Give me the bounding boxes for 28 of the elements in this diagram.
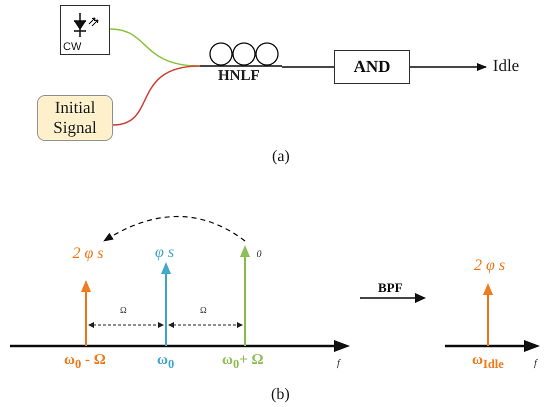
process-box	[334, 50, 410, 84]
panel-label: (a)	[272, 148, 290, 166]
axis-label: f	[534, 358, 537, 369]
node-label: Idle	[492, 56, 520, 76]
phase-label: φ s	[155, 244, 174, 262]
frequency-label: ω$_{Idle}$	[472, 352, 504, 372]
arrow	[103, 216, 246, 242]
phase-label: 2 φ s	[474, 257, 506, 275]
spacing-label: Ω	[120, 306, 127, 316]
box-label: CW	[63, 41, 82, 54]
spacing-label: Ω	[200, 306, 207, 316]
filter-label: BPF	[378, 281, 403, 296]
fiber-line	[282, 66, 334, 68]
frequency-label: ω$_{0}$	[157, 352, 174, 372]
frequency-label: ω$_{0}$+ Ω	[222, 352, 264, 372]
box-label: Initial Signal	[52, 98, 98, 138]
node-label: 2 φ s	[72, 244, 104, 264]
arrow	[410, 63, 487, 71]
signal-box	[37, 95, 113, 141]
process-box	[60, 5, 110, 55]
node-label: HNLF	[218, 68, 260, 86]
panel-label: (b)	[271, 386, 290, 404]
axis-label: f	[337, 358, 340, 369]
fiber-line	[112, 65, 200, 126]
box-label: AND	[354, 57, 390, 77]
fiber-line	[110, 28, 200, 67]
frequency-label: ω$_{0}$ - Ω	[64, 352, 106, 372]
node-label: 0	[256, 249, 262, 261]
